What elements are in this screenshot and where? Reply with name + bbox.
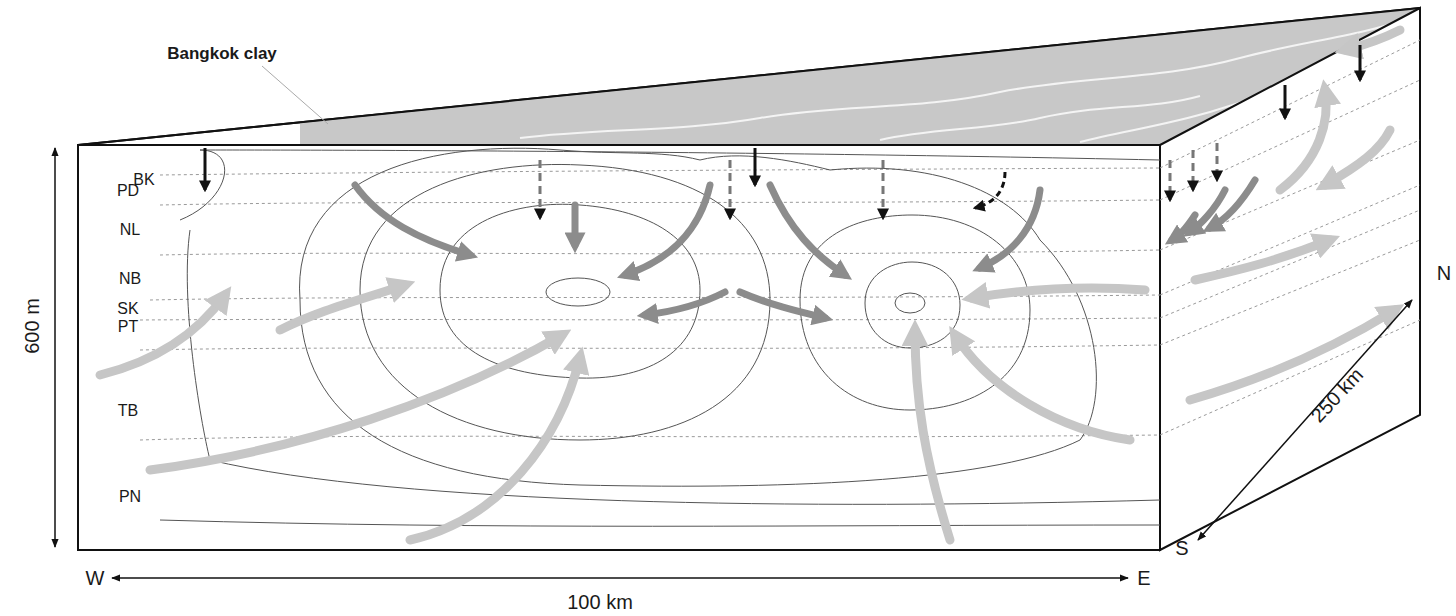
direction-label: W [86,567,105,589]
layer-name: PN [119,488,141,506]
deep-flow-arrows [100,30,1400,540]
leader-line [262,66,328,124]
layer-name: SK [117,300,138,318]
title-label: Bangkok clay [167,45,277,64]
direction-label: N [1437,262,1451,284]
leakage-arrows [540,143,1217,218]
dimension-label: 600 m [21,298,43,354]
layer-name: NB [119,270,141,288]
dimension-lines [55,148,1412,578]
side-face [1160,8,1420,550]
head-contours [160,148,1160,526]
recharge-arrows [205,45,1360,208]
layer-boundaries [140,40,1420,440]
layer-name: PD [117,182,139,200]
dimension-label: 100 km [567,591,633,613]
layer-name: PT [118,318,138,336]
direction-label: S [1175,537,1188,559]
shallow-flow-arrows [355,180,1255,318]
front-face [78,145,1160,550]
layer-name: TB [118,402,138,420]
layer-name: NL [120,221,140,239]
direction-label: E [1137,567,1150,589]
